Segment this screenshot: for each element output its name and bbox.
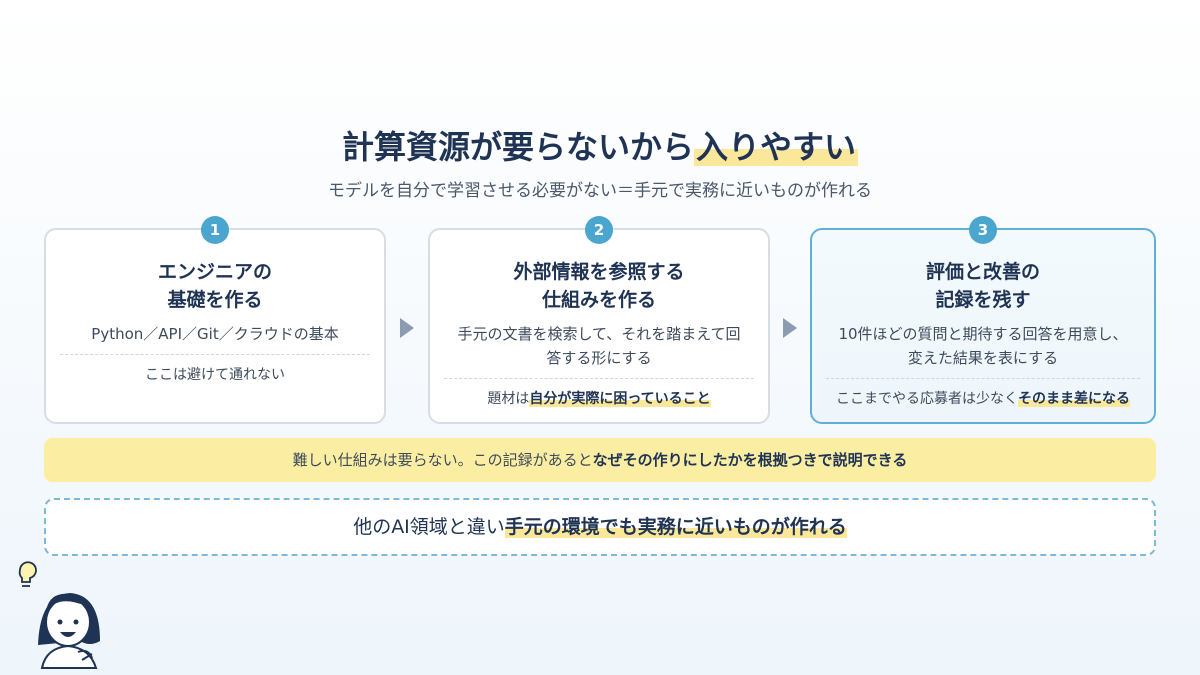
lightbulb-icon xyxy=(18,561,37,587)
step-description: 手元の文書を検索して、それを踏まえて回 答する形にする xyxy=(448,322,750,370)
step-description: 10件ほどの質問と期待する回答を用意し、 変えた結果を表にする xyxy=(830,322,1136,370)
note-text: ここは避けて通れない xyxy=(145,367,285,383)
step-card-3: 3 評価と改善の 記録を残す 10件ほどの質問と期待する回答を用意し、 変えた結… xyxy=(810,216,1156,424)
triangle-right-icon xyxy=(783,318,797,338)
page-title: 計算資源が要らないから入りやすい xyxy=(0,122,1200,168)
step-card-1: 1 エンジニアの 基礎を作る Python／API／Git／クラウドの基本 ここ… xyxy=(44,216,386,424)
conclusion-box: 他のAI領域と違い手元の環境でも実務に近いものが作れる xyxy=(44,498,1156,556)
step-title: 評価と改善の 記録を残す xyxy=(812,258,1154,314)
step-title-line: エンジニアの xyxy=(157,261,272,283)
step-note: 題材は自分が実際に困っていること xyxy=(440,388,758,408)
divider xyxy=(60,354,370,355)
step-number-badge: 2 xyxy=(585,216,613,244)
divider xyxy=(826,378,1140,379)
key-message-bold: なぜその作りにしたかを根拠つきで説明できる xyxy=(592,451,908,469)
divider xyxy=(444,378,754,379)
key-message-bar: 難しい仕組みは要らない。この記録があるとなぜその作りにしたかを根拠つきで説明でき… xyxy=(44,438,1156,482)
thinking-person-icon xyxy=(18,561,100,669)
step-title: エンジニアの 基礎を作る xyxy=(46,258,384,314)
note-highlight: 自分が実際に困っていること xyxy=(529,391,711,407)
desc-line: 変えた結果を表にする xyxy=(907,349,1059,367)
conclusion-highlight: 手元の環境でも実務に近いものが作れる xyxy=(504,516,847,538)
desc-line: 答する形にする xyxy=(546,349,652,367)
step-description: Python／API／Git／クラウドの基本 xyxy=(91,325,339,343)
step-number-badge: 1 xyxy=(201,216,229,244)
step-title-line: 評価と改善の xyxy=(925,261,1040,283)
triangle-right-icon xyxy=(400,318,414,338)
step-title-line: 記録を残す xyxy=(935,289,1031,311)
desc-line: 10件ほどの質問と期待する回答を用意し、 xyxy=(838,325,1128,343)
step-number-badge: 3 xyxy=(969,216,997,244)
note-text: ここまでやる応募者は少なく xyxy=(836,391,1018,407)
step-title: 外部情報を参照する 仕組みを作る xyxy=(430,258,768,314)
note-highlight: そのまま差になる xyxy=(1018,391,1130,407)
step-title-line: 仕組みを作る xyxy=(541,289,656,311)
key-message-text: 難しい仕組みは要らない。この記録があると xyxy=(292,451,593,469)
title-highlight: 入りやすい xyxy=(694,128,859,166)
title-plain: 計算資源が要らないから xyxy=(341,128,694,166)
conclusion-text: 他のAI領域と違い xyxy=(353,516,505,538)
step-note: ここまでやる応募者は少なくそのまま差になる xyxy=(822,388,1144,408)
desc-line: 手元の文書を検索して、それを踏まえて回 xyxy=(457,325,741,343)
step-card-2: 2 外部情報を参照する 仕組みを作る 手元の文書を検索して、それを踏まえて回 答… xyxy=(428,216,770,424)
step-note: ここは避けて通れない xyxy=(56,364,374,384)
step-title-line: 基礎を作る xyxy=(167,289,263,311)
step-title-line: 外部情報を参照する xyxy=(513,261,685,283)
note-text: 題材は xyxy=(487,391,530,407)
page-subtitle: モデルを自分で学習させる必要がない＝手元で実務に近いものが作れる xyxy=(328,181,872,201)
